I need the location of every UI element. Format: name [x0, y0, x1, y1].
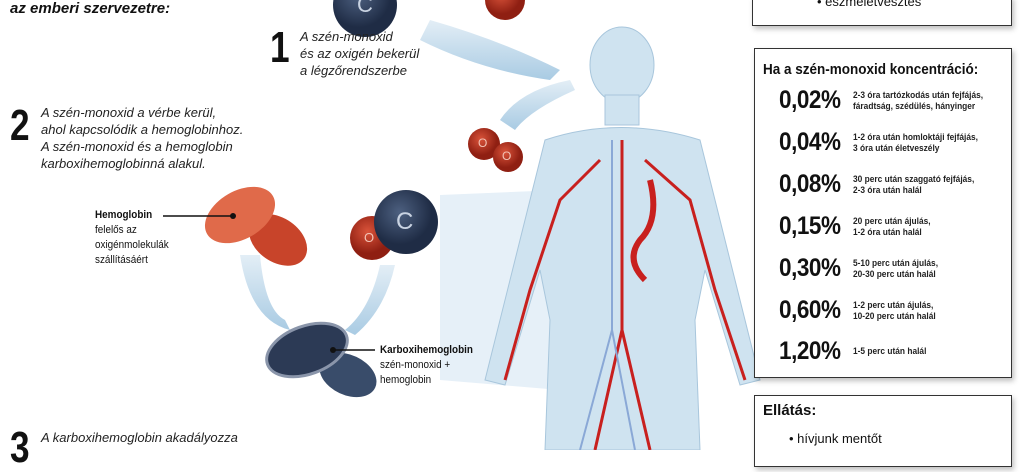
concentration-row: 0,15% 20 perc után ájulás,1-2 óra után ha… [779, 212, 941, 241]
o2-molecule-b [493, 142, 523, 172]
co-molecule-top-c [333, 0, 397, 37]
co-molecule-top-o [485, 0, 525, 20]
carboxyhemoglobin-label: Karboxihemoglobin szén-monoxid +hemoglob… [380, 344, 473, 386]
concentration-row: 0,02% 2-3 óra tartózkodás után fejfájás,f… [779, 86, 1001, 115]
concentration-value: 0,02% [779, 86, 841, 114]
o2-molecule-a [468, 128, 500, 160]
care-box: Ellátás: • hívjunk mentőt [754, 395, 1012, 467]
concentration-value: 0,08% [779, 170, 841, 198]
arrow-to-nose [420, 20, 560, 80]
co-molecule-c [374, 190, 438, 254]
care-item: • hívjunk mentőt [789, 431, 882, 446]
concentration-title: Ha a szén-monoxid koncentráció: [763, 61, 979, 78]
concentration-value: 1,20% [779, 337, 841, 365]
step-2-text: A szén-monoxid a vérbe kerül,ahol kapcso… [41, 105, 244, 171]
concentration-box: Ha a szén-monoxid koncentráció: 0,02% 2-3… [754, 48, 1012, 378]
step-1-number: 1 [270, 23, 290, 72]
concentration-value: 0,04% [779, 128, 841, 156]
molecule-letter-o: O [502, 149, 512, 163]
concentration-value: 0,30% [779, 254, 841, 282]
hemoglobin-cell-front [204, 186, 276, 244]
molecule-letter-o: O [364, 230, 375, 245]
step-2-number: 2 [10, 101, 30, 150]
concentration-effect: 2-3 óra tartózkodás után fejfájás,fáradt… [853, 89, 984, 112]
molecule-letter-c: C [396, 208, 414, 235]
header-subtitle: az emberi szervezetre: [10, 0, 171, 17]
concentration-effect: 1-2 óra után homloktáji fejfájás,3 óra u… [853, 131, 978, 154]
concentration-row: 0,60% 1-2 perc után ájulás,10-20 perc utá… [779, 296, 947, 325]
arrow-o2 [500, 80, 575, 130]
carboxy-cell-front [265, 321, 349, 379]
blood-vessels [503, 140, 747, 450]
concentration-effect: 1-2 perc után ájulás,10-20 perc után hal… [853, 299, 936, 322]
concentration-row: 1,20% 1-5 perc után halál [779, 337, 936, 366]
concentration-effect: 1-5 perc után halál [853, 346, 927, 357]
arrow-hemo [240, 255, 290, 330]
molecule-letter-c: C [357, 0, 373, 17]
concentration-effect: 5-10 perc után ájulás,20-30 perc után ha… [853, 257, 939, 280]
symptom-item: • eszméletvesztés [817, 0, 922, 9]
concentration-effect: 30 perc után szaggató fejfájás,2-3 óra u… [853, 173, 975, 196]
arrow-co [345, 265, 395, 335]
concentration-value: 0,60% [779, 296, 841, 324]
care-title: Ellátás: [763, 402, 817, 419]
illustration [163, 0, 761, 450]
concentration-value: 0,15% [779, 212, 841, 240]
symptoms-box: • eszméletvesztés [752, 0, 1012, 26]
concentration-row: 0,04% 1-2 óra után homloktáji fejfájás,3 … [779, 128, 995, 157]
molecule-letter-o: O [478, 136, 488, 150]
concentration-effect: 20 perc után ájulás,1-2 óra után halál [853, 215, 931, 238]
step-3-number: 3 [10, 423, 30, 472]
concentration-row: 0,30% 5-10 perc után ájulás,20-30 perc ut… [779, 254, 950, 283]
concentration-row: 0,08% 30 perc után szaggató fejfájás,2-3 … [779, 170, 991, 199]
step-3-text: A karboxihemoglobin akadályozza [41, 430, 238, 445]
